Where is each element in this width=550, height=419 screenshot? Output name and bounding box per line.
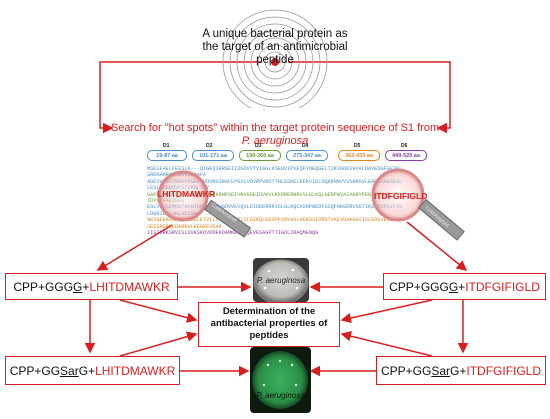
domain-d2: 101-171 aa [192, 150, 234, 161]
domain-d5: 362-433 aa [338, 150, 380, 161]
domain-label-d6: D6 [401, 143, 408, 149]
arrow-diag-bl [119, 331, 198, 357]
peptide-underline: Sar [60, 363, 79, 378]
magnifier-right-icon [371, 168, 465, 241]
domain-label-d2: D2 [206, 143, 213, 149]
hotspot-right: ITDFGIFIGLD [374, 191, 428, 201]
arrow-hotspot-right [406, 221, 468, 271]
hotspot-left: LHITDMAWKR [157, 189, 216, 199]
peptide-underline: Sar [431, 363, 451, 378]
peptide-sequence: ITDFGIFIGLD [465, 279, 540, 294]
peptide-underline: G [448, 279, 459, 294]
magnifier-left-icon [157, 170, 252, 238]
peptide-suffix: + [458, 279, 466, 294]
petri-dish-bottom: P. aeruginosa [250, 347, 311, 413]
target-caption: A unique bacterial protein as the target… [202, 28, 348, 66]
arrow-diag-br [340, 331, 433, 357]
peptide-prefix: CPP+GGG [389, 279, 449, 294]
peptide-prefix: CPP+GGG [13, 279, 74, 294]
petri-dish-bottom-image [252, 351, 308, 409]
domain-label-d3: D3 [255, 143, 262, 149]
plate-label-top: P. aeruginosa [256, 276, 306, 285]
center-caption: Determination of the antibacterial prope… [198, 302, 340, 347]
search-caption-main: Search for "hot spots" within the target… [110, 122, 440, 134]
search-caption: Search for "hot spots" within the target… [110, 122, 440, 148]
domain-d1: 19-87 aa [147, 150, 187, 161]
arrow-diag-tl [119, 299, 198, 323]
peptide-prefix: CPP+GG [380, 363, 432, 378]
domain-label-d1: D1 [163, 143, 170, 149]
peptide-sequence: LHITDMAWKR [95, 363, 176, 378]
domain-d6: 449-520 aa [385, 150, 427, 161]
search-caption-species: P. aeruginosa [241, 135, 309, 147]
peptide-sequence: ITDFGIFIGLD [466, 363, 542, 378]
arrow-hotspot-left [96, 224, 173, 271]
sequence-line: NEVGEEAVRRFKKGDELETVILSVDPERERISLGIKQLED… [147, 217, 403, 230]
arrow-target-left [99, 61, 262, 134]
domain-label-d5: D5 [354, 143, 361, 149]
domain-d4: 275-347 aa [286, 150, 328, 161]
domain-label-d4: D4 [302, 143, 309, 149]
arrow-target-right [288, 61, 451, 134]
peptide-sequence: LHITDMAWKR [89, 279, 170, 294]
target-rings-icon [222, 9, 328, 108]
sequence-line: IISIDRKSRVISLSVKSKDVDDEKDAMKELRKQEVESAGP… [147, 230, 319, 237]
peptide-prefix: CPP+GG [9, 363, 61, 378]
petri-dish-top: P. aeruginosa [253, 258, 309, 302]
domain-d3: 190-260 aa [239, 150, 281, 161]
peptide-underline: G [73, 279, 83, 294]
peptide-suffix: + [82, 279, 90, 294]
arrow-diag-tr [340, 299, 433, 324]
peptide-suffix: G+ [78, 363, 96, 378]
peptide-suffix: G+ [450, 363, 467, 378]
petri-dish-top-image [253, 259, 309, 302]
plate-label-bottom: P. aeruginosa [256, 391, 305, 400]
